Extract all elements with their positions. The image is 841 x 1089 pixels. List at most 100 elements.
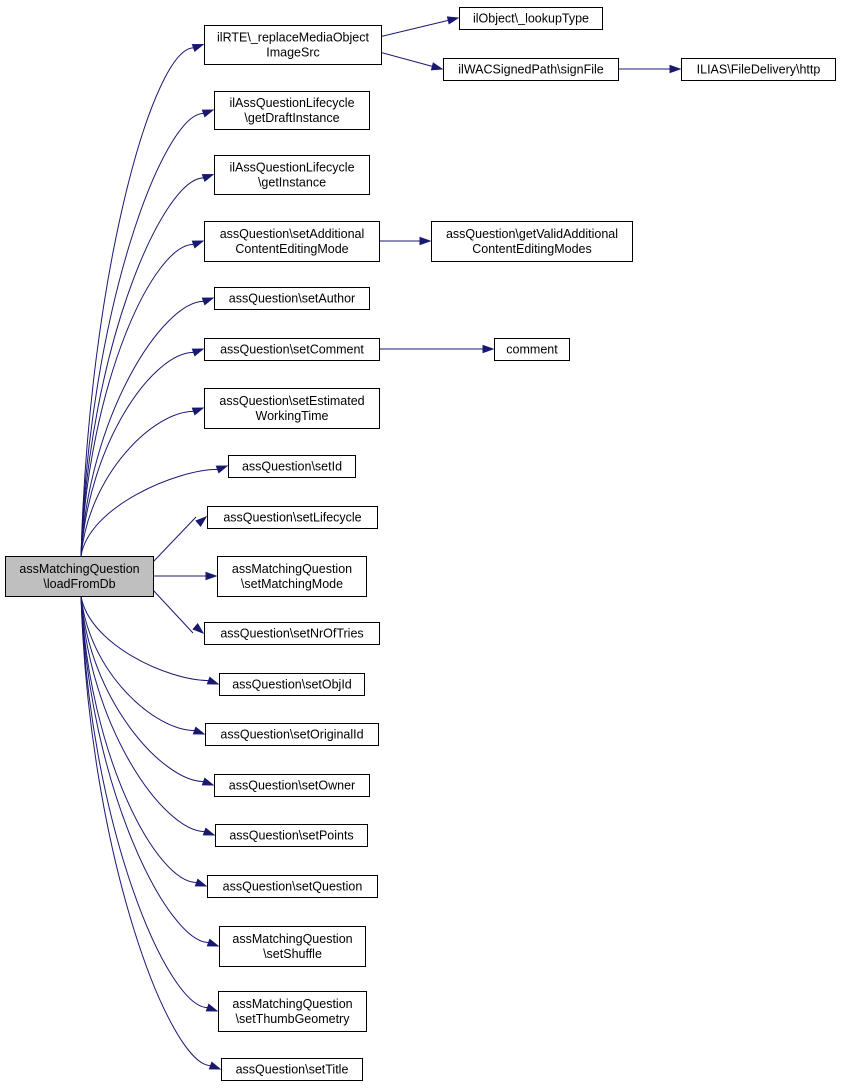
node-setid[interactable]: assQuestion\setId — [228, 455, 356, 478]
arrowhead-root-to-shuffle — [206, 938, 220, 947]
node-comment[interactable]: comment — [494, 338, 570, 361]
edge-root-to-objid — [80, 595, 209, 682]
node-tries[interactable]: assQuestion\setNrOfTries — [204, 622, 380, 645]
node-validmodes-label-line: assQuestion\getValidAdditional — [446, 227, 618, 241]
node-draft-label-line: ilAssQuestionLifecycle — [229, 96, 354, 110]
node-rte-box — [204, 25, 382, 65]
edge-root-to-getinst — [80, 177, 204, 557]
node-thumb-box — [218, 991, 367, 1032]
node-title-label-line: assQuestion\setTitle — [236, 1063, 349, 1077]
node-shuffle[interactable]: assMatchingQuestion\setShuffle — [219, 926, 366, 967]
edge-root-to-question — [80, 595, 197, 884]
arrowhead-rte-to-sign — [430, 62, 444, 71]
node-tries-label-line: assQuestion\setNrOfTries — [220, 627, 363, 641]
node-points-box — [215, 824, 368, 847]
arrowhead-root-to-rte — [191, 43, 205, 53]
node-shuffle-box — [219, 926, 366, 967]
arrowhead-root-to-draft — [201, 109, 215, 118]
node-points-label-line: assQuestion\setPoints — [229, 829, 353, 843]
node-owner[interactable]: assQuestion\setOwner — [214, 774, 370, 797]
edge-root-to-thumb — [80, 595, 208, 1009]
node-origid-label-line: assQuestion\setOriginalId — [220, 728, 363, 742]
node-title[interactable]: assQuestion\setTitle — [221, 1058, 363, 1081]
arrowhead-rte-to-lookup — [446, 16, 460, 25]
node-comment-label-line: comment — [506, 343, 558, 357]
edge-root-to-scomment — [80, 351, 194, 557]
edge-root-to-tries — [152, 589, 194, 634]
edge-rte-to-sign — [380, 52, 433, 67]
edge-root-to-author — [80, 300, 204, 557]
node-rte-label-line: ImageSrc — [266, 46, 320, 60]
node-sign-box — [443, 58, 619, 81]
arrowhead-root-to-objid — [206, 676, 220, 685]
edge-root-to-owner — [80, 595, 204, 783]
node-est-label-line: assQuestion\setEstimated — [219, 394, 364, 408]
node-matchmode[interactable]: assMatchingQuestion\setMatchingMode — [217, 556, 367, 597]
arrowhead-root-to-owner — [201, 777, 215, 786]
node-thumb-label-line: \setThumbGeometry — [236, 1012, 351, 1026]
node-root-box — [5, 556, 154, 597]
arrowhead-addmode-to-validmodes — [419, 236, 432, 246]
node-validmodes[interactable]: assQuestion\getValidAdditionalContentEdi… — [431, 221, 633, 262]
node-http-box — [681, 58, 836, 81]
node-lookup-box — [459, 7, 603, 30]
node-owner-label-line: assQuestion\setOwner — [229, 779, 355, 793]
node-draft-box — [214, 91, 370, 130]
node-thumb[interactable]: assMatchingQuestion\setThumbGeometry — [218, 991, 367, 1032]
node-getinst-label-line: \getInstance — [258, 176, 326, 190]
node-sign[interactable]: ilWACSignedPath\signFile — [443, 58, 619, 81]
edge-root-to-rte — [80, 47, 194, 557]
node-author[interactable]: assQuestion\setAuthor — [214, 287, 370, 310]
edge-root-to-lifecycle — [152, 516, 197, 563]
node-points[interactable]: assQuestion\setPoints — [215, 824, 368, 847]
node-scomment[interactable]: assQuestion\setComment — [204, 338, 380, 361]
node-shuffle-label-line: \setShuffle — [263, 947, 322, 961]
arrowhead-sign-to-http — [669, 64, 682, 74]
node-owner-box — [214, 774, 370, 797]
node-http-label-line: ILIAS\FileDelivery\http — [697, 63, 821, 77]
node-objid[interactable]: assQuestion\setObjId — [219, 673, 365, 696]
node-lifecycle-box — [207, 506, 378, 529]
node-addmode[interactable]: assQuestion\setAdditionalContentEditingM… — [204, 221, 380, 262]
node-setid-box — [228, 455, 356, 478]
node-draft-label-line: \getDraftInstance — [244, 111, 339, 125]
node-root-label-line: \loadFromDb — [43, 577, 115, 591]
node-matchmode-box — [217, 556, 367, 597]
node-lookup[interactable]: ilObject\_lookupType — [459, 7, 603, 30]
edge-root-to-setid — [80, 468, 218, 557]
node-http[interactable]: ILIAS\FileDelivery\http — [681, 58, 836, 81]
node-scomment-box — [204, 338, 380, 361]
node-getinst[interactable]: ilAssQuestionLifecycle\getInstance — [214, 155, 370, 195]
arrowhead-root-to-thumb — [205, 1003, 219, 1012]
arrowhead-root-to-tries — [192, 622, 205, 634]
edge-root-to-points — [80, 595, 205, 833]
node-root-label-line: assMatchingQuestion — [19, 562, 139, 576]
node-lifecycle[interactable]: assQuestion\setLifecycle — [207, 506, 378, 529]
node-draft[interactable]: ilAssQuestionLifecycle\getDraftInstance — [214, 91, 370, 130]
node-objid-label-line: assQuestion\setObjId — [232, 678, 352, 692]
node-title-box — [221, 1058, 363, 1081]
arrowhead-root-to-matchmode — [205, 571, 218, 581]
edge-root-to-draft — [80, 112, 204, 557]
arrowhead-root-to-scomment — [191, 348, 205, 357]
edge-root-to-origid — [80, 595, 195, 732]
node-matchmode-label-line: \setMatchingMode — [241, 577, 343, 591]
node-root[interactable]: assMatchingQuestion\loadFromDb — [5, 556, 154, 597]
node-addmode-label-line: ContentEditingMode — [235, 242, 348, 256]
node-comment-box — [494, 338, 570, 361]
node-lifecycle-label-line: assQuestion\setLifecycle — [223, 511, 361, 525]
node-question-label-line: assQuestion\setQuestion — [223, 880, 363, 894]
arrowhead-root-to-title — [208, 1061, 222, 1070]
node-question[interactable]: assQuestion\setQuestion — [207, 875, 378, 898]
edge-root-to-shuffle — [80, 595, 209, 944]
node-setid-label-line: assQuestion\setId — [242, 460, 342, 474]
edge-root-to-title — [80, 595, 211, 1067]
arrowhead-root-to-points — [202, 827, 216, 836]
node-lookup-label-line: ilObject\_lookupType — [473, 12, 589, 26]
node-tries-box — [204, 622, 380, 645]
node-validmodes-box — [431, 221, 633, 262]
node-origid[interactable]: assQuestion\setOriginalId — [205, 723, 379, 746]
